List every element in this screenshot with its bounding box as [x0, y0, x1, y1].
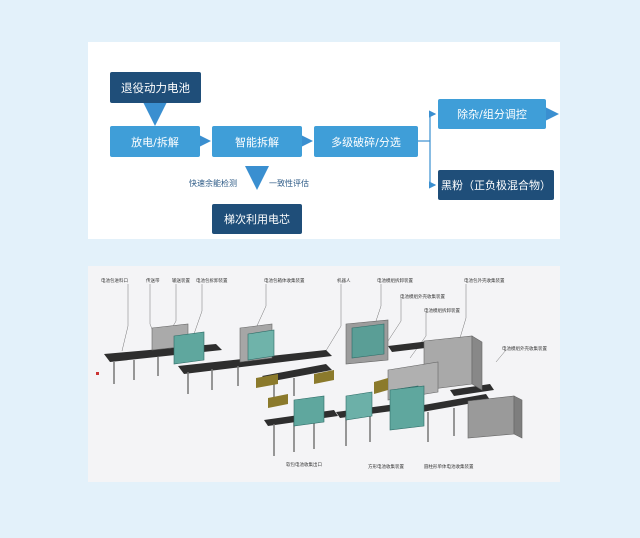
- label-cylindrical-collector: 圆柱形单体电池收集装置: [424, 465, 474, 470]
- label-conveyor-belt: 传送带: [146, 279, 160, 284]
- label-fast-detection: 快速余能检测: [189, 179, 237, 188]
- output-impurity-box: 除杂/组分调控: [438, 99, 546, 129]
- step-discharge-box: 放电/拆解: [110, 126, 200, 157]
- step-smart-dismantle-box: 智能拆解: [212, 126, 302, 157]
- label-pouch-cell-outlet: 软包电池收集出口: [286, 463, 322, 468]
- label-robot: 机器人: [337, 279, 351, 284]
- production-line-drawing: [96, 284, 523, 456]
- label-consistency: 一致性评估: [269, 179, 309, 188]
- reuse-cell-box: 梯次利用电芯: [212, 204, 302, 234]
- label-prismatic-collector: 方形电池收集装置: [368, 465, 404, 470]
- label-module-shell-collector-a: 电池模组外壳收集装置: [400, 295, 445, 300]
- label-module-disassembly-b: 电池模组拆卸装置: [424, 309, 460, 314]
- step-crush-sort-box: 多级破碎/分选: [314, 126, 418, 157]
- label-pack-shell-collector: 电池包外壳收集装置: [464, 279, 505, 284]
- label-transport-device: 输送装置: [172, 279, 190, 284]
- label-pack-inlet: 电池包进料口: [101, 279, 128, 284]
- process-flow-panel: 退役动力电池 放电/拆解 智能拆解 多级破碎/分选 除杂/组分调控 黑粉（正负极…: [88, 42, 560, 239]
- output-black-powder-box: 黑粉（正负极混合物）: [438, 170, 554, 200]
- label-pack-housing-collector: 电池包箱体收集装置: [264, 279, 305, 284]
- label-module-disassembly: 电池模组拆卸装置: [377, 279, 413, 284]
- flow-arrows: [143, 102, 559, 190]
- label-module-shell-collector-b: 电池模组外壳收集装置: [502, 347, 547, 352]
- label-pack-disassembly: 电池包拆卸装置: [196, 279, 228, 284]
- production-line-panel: 电池包进料口 传送带 输送装置 电池包拆卸装置 电池包箱体收集装置 机器人 电池…: [88, 266, 560, 482]
- source-box: 退役动力电池: [110, 72, 201, 103]
